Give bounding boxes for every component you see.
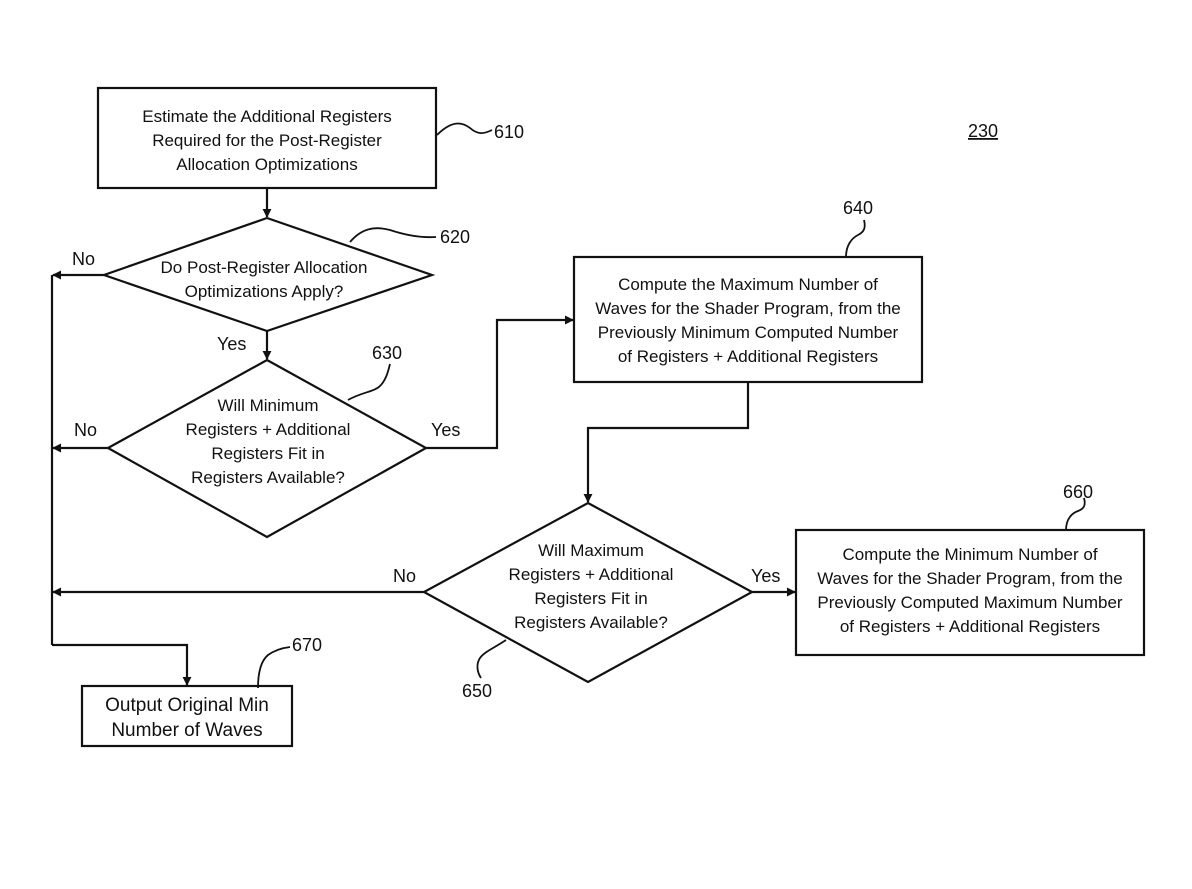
decision-650-line-4: Registers Available?	[514, 613, 668, 632]
step-610-line-2: Required for the Post-Register	[152, 131, 382, 150]
step-660-line-3: Previously Computed Maximum Number	[817, 593, 1122, 612]
step-640-line-3: Previously Minimum Computed Number	[598, 323, 899, 342]
decision-620-line-2: Optimizations Apply?	[185, 282, 344, 301]
step-640-line-4: of Registers + Additional Registers	[618, 347, 878, 366]
label-620-no: No	[72, 249, 95, 269]
ref-670: 670	[292, 635, 322, 655]
ref-640: 640	[843, 198, 873, 218]
decision-650-line-1: Will Maximum	[538, 541, 644, 560]
step-670-line-2: Number of Waves	[111, 720, 262, 741]
step-660-line-2: Waves for the Shader Program, from the	[817, 569, 1123, 588]
decision-650-line-3: Registers Fit in	[534, 589, 647, 608]
step-670-line-1: Output Original Min	[105, 695, 269, 716]
label-630-yes: Yes	[431, 420, 460, 440]
decision-620-optimizations-apply: Do Post-Register Allocation Optimization…	[100, 216, 436, 333]
step-640-line-1: Compute the Maximum Number of	[618, 275, 878, 294]
label-650-no: No	[393, 566, 416, 586]
decision-630-line-1: Will Minimum	[217, 396, 318, 415]
label-650-yes: Yes	[751, 566, 780, 586]
decision-630-line-3: Registers Fit in	[211, 444, 324, 463]
step-610-estimate-registers: Estimate the Additional Registers Requir…	[96, 86, 438, 190]
decision-630-line-4: Registers Available?	[191, 468, 345, 487]
step-660-compute-minimum-waves: Compute the Minimum Number of Waves for …	[794, 528, 1146, 657]
figure-reference: 230	[968, 121, 998, 141]
ref-630: 630	[372, 343, 402, 363]
ref-650: 650	[462, 681, 492, 701]
step-640-line-2: Waves for the Shader Program, from the	[595, 299, 901, 318]
edge-bus-to-670	[52, 643, 192, 686]
decision-650-line-2: Registers + Additional	[509, 565, 674, 584]
step-610-line-1: Estimate the Additional Registers	[142, 107, 391, 126]
edge-640-to-650	[583, 382, 750, 503]
decision-630-minimum-registers-fit: Will Minimum Registers + Additional Regi…	[105, 358, 429, 539]
step-660-line-4: of Registers + Additional Registers	[840, 617, 1100, 636]
step-660-line-1: Compute the Minimum Number of	[842, 545, 1097, 564]
decision-630-line-2: Registers + Additional	[186, 420, 351, 439]
decision-620-line-1: Do Post-Register Allocation	[161, 258, 368, 277]
step-640-compute-maximum-waves: Compute the Maximum Number of Waves for …	[572, 255, 924, 384]
edge-630-yes-to-640	[426, 315, 574, 450]
step-670-output-original-min: Output Original Min Number of Waves	[80, 684, 294, 748]
label-620-yes: Yes	[217, 334, 246, 354]
ref-610: 610	[494, 122, 524, 142]
decision-650-maximum-registers-fit: Will Maximum Registers + Additional Regi…	[421, 501, 755, 684]
ref-620: 620	[440, 227, 470, 247]
step-610-line-3: Allocation Optimizations	[176, 155, 357, 174]
ref-660: 660	[1063, 482, 1093, 502]
label-630-no: No	[74, 420, 97, 440]
